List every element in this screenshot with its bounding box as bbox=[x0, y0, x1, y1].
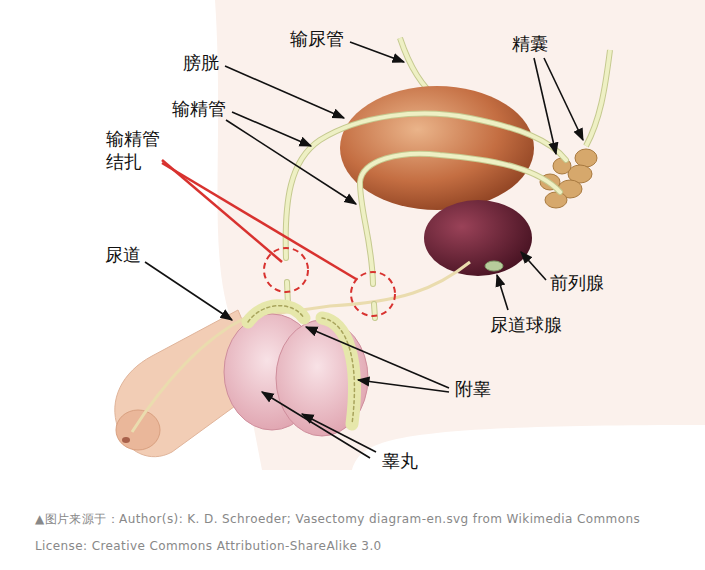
vas-deferens bbox=[286, 114, 566, 318]
part-label: 精囊 bbox=[512, 33, 548, 56]
epididymis bbox=[248, 306, 354, 424]
ligation-circle bbox=[264, 248, 308, 292]
part-label: 尿道 bbox=[105, 244, 141, 267]
ureter bbox=[586, 50, 610, 146]
seminal-vesicle bbox=[540, 149, 597, 208]
part-label: 睾丸 bbox=[382, 450, 418, 473]
body-outline bbox=[215, 0, 705, 470]
vas-deferens bbox=[286, 114, 566, 318]
part-label: 尿道球腺 bbox=[490, 314, 562, 337]
part-label: 膀胱 bbox=[183, 52, 219, 75]
ureter bbox=[586, 50, 610, 146]
leader-line bbox=[162, 160, 356, 279]
glans bbox=[116, 410, 160, 450]
part-label: 前列腺 bbox=[550, 272, 604, 295]
bladder bbox=[340, 86, 534, 210]
part-label: 输精管 bbox=[172, 98, 226, 121]
leader-line bbox=[145, 42, 583, 458]
ligation-circle bbox=[351, 272, 395, 316]
prostate bbox=[424, 200, 532, 276]
part-label: 附睾 bbox=[455, 378, 491, 401]
urethral-opening bbox=[122, 437, 130, 443]
image-credit: ▲图片来源于：Author(s): K. D. Schroeder; Vasec… bbox=[35, 506, 675, 560]
bulbourethral-gland bbox=[485, 261, 503, 271]
part-label: 输精管 结扎 bbox=[106, 128, 165, 173]
part-label: 输尿管 bbox=[290, 28, 344, 51]
